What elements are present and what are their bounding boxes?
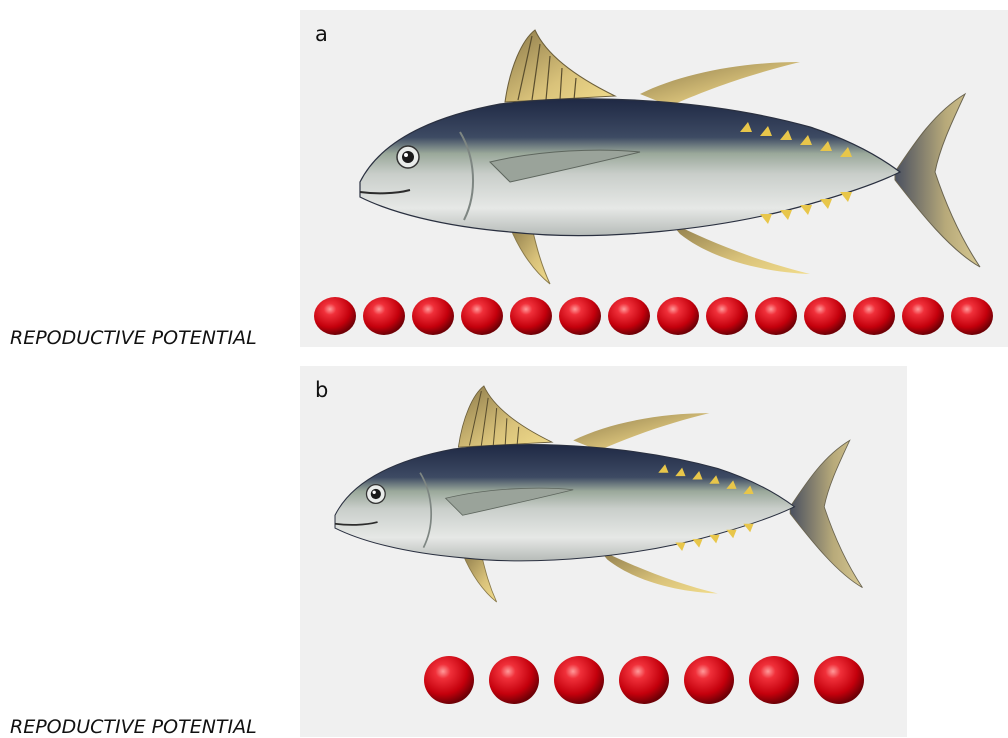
panel-a: a — [300, 10, 1008, 347]
egg — [510, 297, 552, 335]
egg — [412, 297, 454, 335]
egg-row — [300, 10, 1008, 347]
reproductive-potential-label: REPODUCTIVE POTENTIAL — [10, 716, 257, 738]
egg — [706, 297, 748, 335]
egg — [853, 297, 895, 335]
egg — [804, 297, 846, 335]
egg — [608, 297, 650, 335]
egg — [461, 297, 503, 335]
panel-b: b — [300, 366, 907, 737]
egg — [554, 656, 604, 704]
egg — [314, 297, 356, 335]
egg — [363, 297, 405, 335]
egg — [814, 656, 864, 704]
egg — [951, 297, 993, 335]
egg — [424, 656, 474, 704]
reproductive-potential-label: REPODUCTIVE POTENTIAL — [10, 327, 257, 349]
egg — [489, 656, 539, 704]
egg — [657, 297, 699, 335]
egg — [619, 656, 669, 704]
egg — [749, 656, 799, 704]
egg-row — [300, 366, 907, 737]
egg — [902, 297, 944, 335]
egg — [559, 297, 601, 335]
egg — [755, 297, 797, 335]
egg — [684, 656, 734, 704]
